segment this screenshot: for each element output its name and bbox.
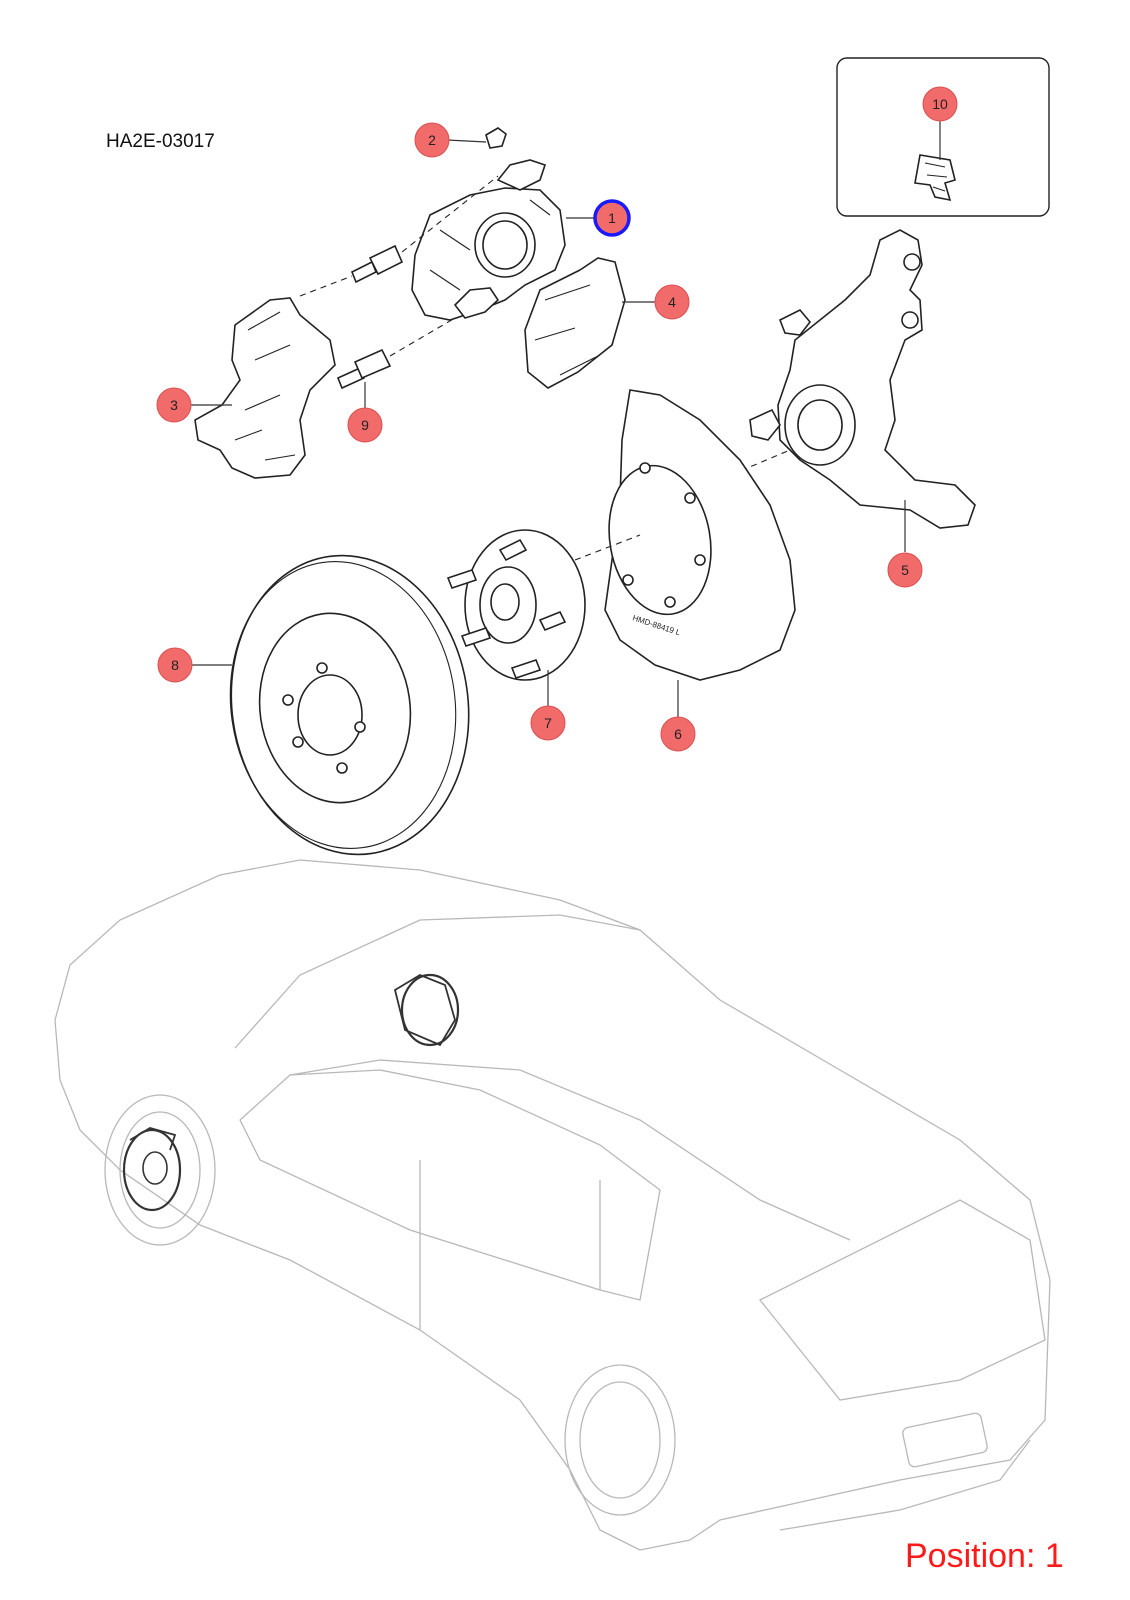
bleed-cap-drawing: [485, 127, 507, 149]
callout-8-label: 8: [171, 657, 179, 673]
callout-1-label: 1: [608, 210, 616, 226]
callout-6[interactable]: 6: [660, 716, 696, 752]
vehicle-brake-location-front: [122, 1127, 182, 1212]
dust-shield-drawing: HMD-88419 L: [574, 389, 796, 681]
selected-position-label: Position: 1: [905, 1537, 1064, 1575]
steering-knuckle-drawing: [659, 229, 976, 529]
callout-2-label: 2: [428, 132, 436, 148]
callout-4[interactable]: 4: [654, 284, 690, 320]
pad-clip-drawing: [914, 154, 956, 202]
callout-10-label: 10: [932, 96, 948, 112]
diagram-reference-code: HA2E-03017: [106, 131, 215, 152]
callout-3[interactable]: 3: [156, 387, 192, 423]
guide-bolt-lower-drawing: [336, 317, 456, 390]
vehicle-outline-drawing: [54, 859, 1051, 1551]
callout-5-label: 5: [901, 562, 909, 578]
inset-box: [836, 57, 1050, 217]
callout-7[interactable]: 7: [530, 705, 566, 741]
callout-3-label: 3: [170, 397, 178, 413]
callout-7-label: 7: [544, 715, 552, 731]
vehicle-brake-location-upper: [393, 973, 460, 1047]
hub-bearing-drawing: [446, 529, 586, 681]
callout-2[interactable]: 2: [414, 122, 450, 158]
brake-pads-drawing: [524, 257, 626, 389]
callout-5[interactable]: 5: [887, 552, 923, 588]
callout-1[interactable]: 1: [593, 199, 631, 237]
callout-9-label: 9: [361, 417, 369, 433]
callout-4-label: 4: [668, 294, 676, 310]
callout-9[interactable]: 9: [347, 407, 383, 443]
brake-disc-drawing: [229, 554, 470, 856]
caliper-body-drawing: [411, 159, 566, 321]
guide-bolt-upper-drawing: [299, 175, 499, 297]
callout-8[interactable]: 8: [157, 647, 193, 683]
callout-leaders: [189, 120, 941, 717]
callout-10[interactable]: 10: [922, 86, 958, 122]
callout-6-label: 6: [674, 726, 682, 742]
caliper-bracket-drawing: [194, 297, 336, 479]
